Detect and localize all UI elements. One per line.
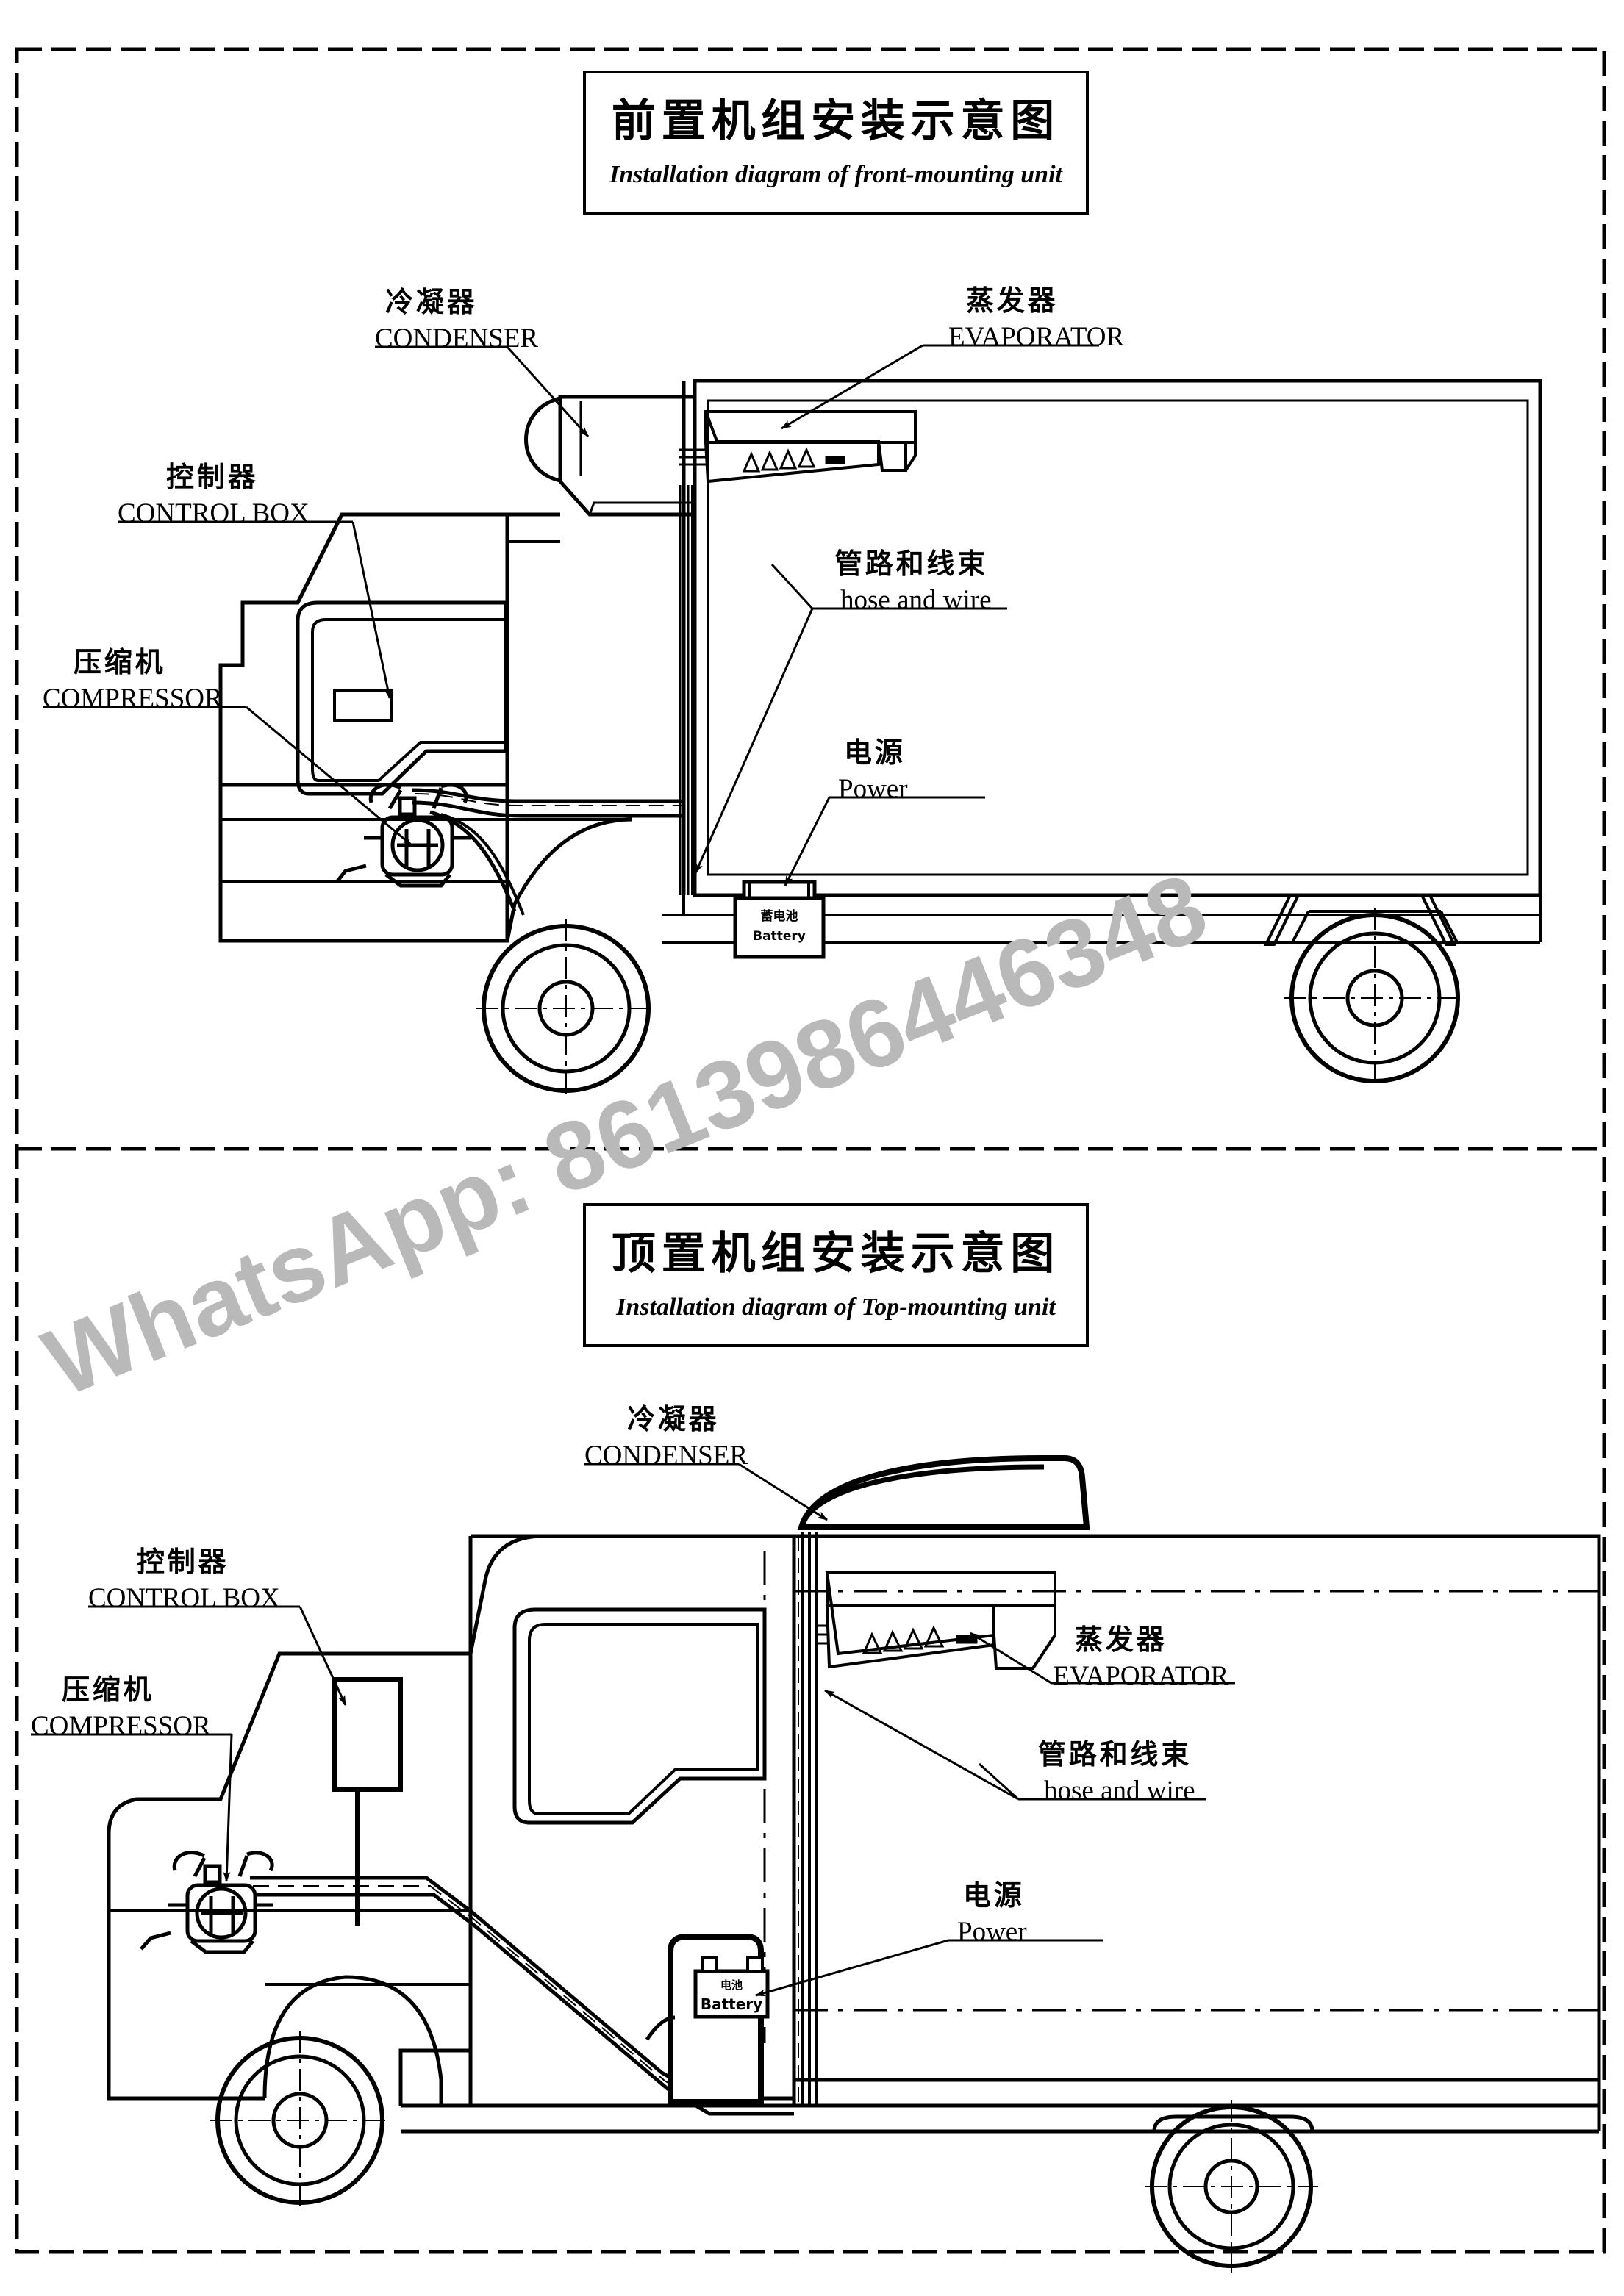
callout-cn-power-top: 电源 — [963, 1879, 1025, 1912]
callout-cn-condenser-top: 冷凝器 — [627, 1403, 720, 1435]
callout-power-front: 电源 Power — [838, 739, 908, 803]
callout-en-control-box-front: CONTROL BOX — [118, 498, 310, 528]
truck-top-mounting — [107, 1455, 1601, 2273]
battery-cn-front: 蓄电池 — [760, 909, 798, 924]
callout-en-condenser-top: CONDENSER — [584, 1441, 748, 1471]
callout-cn-control-box-front: 控制器 — [166, 461, 259, 493]
title-en-front-mounting: Installation diagram of front-mounting u… — [609, 161, 1062, 188]
callout-en-evaporator-top: EVAPORATOR — [1053, 1661, 1229, 1691]
callout-control-box-top: 控制器 CONTROL BOX — [88, 1548, 280, 1612]
battery-en-top: Battery — [700, 1995, 763, 2013]
front-wheel-front-diagram — [476, 919, 656, 1098]
callout-en-hose-wire-front: hose and wire — [840, 585, 992, 615]
callout-cn-condenser-front: 冷凝器 — [385, 286, 478, 318]
title-box-front-mounting: 前置机组安装示意图 Installation diagram of front-… — [583, 71, 1089, 215]
callout-en-hose-wire-top: hose and wire — [1044, 1776, 1195, 1806]
title-cn-front-mounting: 前置机组安装示意图 — [611, 96, 1061, 147]
callout-en-compressor-front: COMPRESSOR — [43, 684, 223, 714]
battery-front — [733, 880, 826, 959]
leaders-front-mounting — [43, 344, 1099, 886]
title-cn-top-mounting: 顶置机组安装示意图 — [611, 1228, 1061, 1280]
callout-cn-evaporator-top: 蒸发器 — [1075, 1624, 1167, 1656]
callout-cn-compressor-top: 压缩机 — [62, 1673, 154, 1706]
leaders-top-mounting — [31, 1463, 1235, 1997]
callout-en-power-top: Power — [957, 1917, 1027, 1947]
callout-compressor-front: 压缩机 COMPRESSOR — [43, 648, 223, 712]
rear-wheel-top-diagram — [1145, 2100, 1318, 2273]
callout-en-condenser-front: CONDENSER — [375, 323, 539, 354]
callout-condenser-front: 冷凝器 CONDENSER — [375, 288, 538, 352]
battery-cn-top: 电池 — [720, 1978, 743, 1992]
callout-hose-wire-top: 管路和线束 hose and wire — [1038, 1740, 1195, 1804]
callout-en-compressor-top: COMPRESSOR — [31, 1711, 211, 1741]
callout-evaporator-front: 蒸发器 EVAPORATOR — [948, 287, 1124, 351]
control-box-unit — [332, 1677, 403, 1926]
callout-compressor-top: 压缩机 COMPRESSOR — [31, 1676, 211, 1740]
callout-condenser-top: 冷凝器 CONDENSER — [584, 1405, 748, 1469]
callout-hose-wire-front: 管路和线束 hose and wire — [834, 550, 992, 614]
front-wheel-top-diagram — [210, 2031, 390, 2210]
battery-label-front: 蓄电池 Battery — [735, 905, 823, 944]
callout-cn-evaporator-front: 蒸发器 — [966, 284, 1059, 317]
callout-cn-power-front: 电源 — [844, 736, 906, 769]
battery-label-top: 电池 Battery — [695, 1977, 768, 2013]
callout-cn-compressor-front: 压缩机 — [74, 646, 166, 678]
title-en-top-mounting: Installation diagram of Top-mounting uni… — [616, 1294, 1056, 1321]
battery-top — [645, 1934, 770, 2105]
callout-en-evaporator-front: EVAPORATOR — [948, 322, 1125, 352]
title-box-top-mounting: 顶置机组安装示意图 Installation diagram of Top-mo… — [583, 1203, 1089, 1347]
callout-en-control-box-top: CONTROL BOX — [88, 1583, 280, 1613]
callout-evaporator-top: 蒸发器 EVAPORATOR — [1053, 1626, 1228, 1690]
callout-cn-control-box-top: 控制器 — [137, 1546, 229, 1578]
callout-cn-hose-wire-top: 管路和线束 — [1038, 1738, 1192, 1771]
callout-power-top: 电源 Power — [957, 1881, 1027, 1945]
truck-front-mounting — [218, 379, 1542, 1098]
callout-cn-hose-wire-front: 管路和线束 — [834, 548, 989, 580]
rear-wheel-front-diagram — [1284, 908, 1465, 1088]
callout-en-power-front: Power — [838, 774, 908, 804]
battery-en-front: Battery — [753, 929, 806, 944]
callout-control-box-front: 控制器 CONTROL BOX — [118, 463, 310, 527]
